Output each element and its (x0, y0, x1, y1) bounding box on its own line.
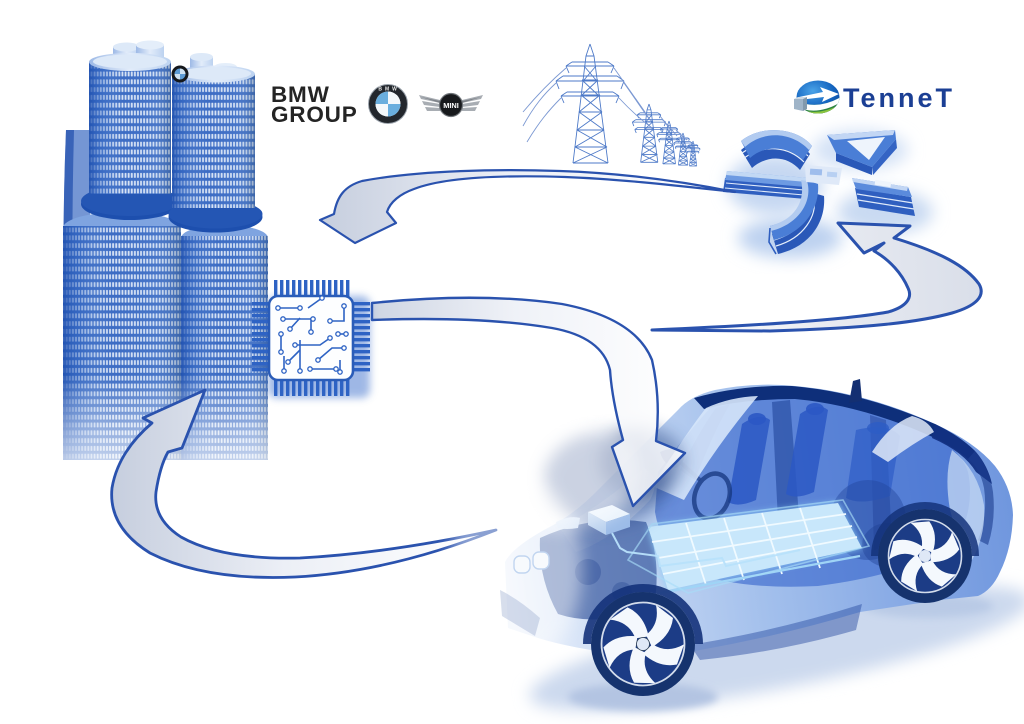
svg-text:BMW: BMW (271, 82, 330, 107)
svg-text:MINI: MINI (443, 101, 459, 110)
svg-text:B M W: B M W (378, 86, 397, 92)
svg-text:TenneT: TenneT (843, 83, 955, 113)
svg-text:GROUP: GROUP (271, 102, 358, 127)
